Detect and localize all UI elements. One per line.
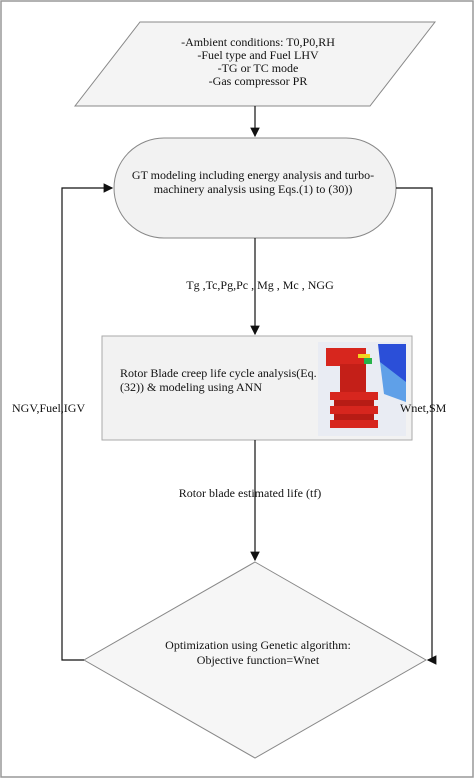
- optimization-line-2: Objective function=Wnet: [196, 653, 320, 667]
- flow-label-blade-life: Rotor blade estimated life (tf): [178, 486, 322, 500]
- input-conditions-text: -Ambient conditions: T0,P0,RH -Fuel type…: [138, 36, 378, 88]
- gt-modeling-text: GT modeling including energy analysis an…: [131, 168, 375, 196]
- feedback-left-label: NGV,Fuel,IGV: [12, 401, 86, 415]
- blade-analysis-text: Rotor Blade creep life cycle analysis(Eq…: [120, 366, 317, 394]
- feedback-right-line: [396, 187, 437, 665]
- optimization-text: Optimization using Genetic algorithm: Ob…: [118, 638, 398, 668]
- input-line: -TG or TC mode: [217, 61, 299, 75]
- optimization-diamond: [82, 561, 428, 759]
- input-line: -Gas compressor PR: [208, 74, 308, 88]
- turbine-blade-image: [318, 342, 406, 436]
- optimization-line-1: Optimization using Genetic algorithm:: [165, 638, 351, 652]
- feedback-left-line: [61, 183, 114, 661]
- input-parallelogram: [73, 21, 437, 107]
- feedback-right-label: Wnet,SM: [400, 401, 447, 415]
- flow-label-gas-parameters: Tg ,Tc,Pg,Pc , Mg , Mc , NGG: [186, 278, 334, 292]
- input-line: -Ambient conditions: T0,P0,RH: [181, 35, 335, 49]
- input-line: -Fuel type and Fuel LHV: [197, 48, 319, 62]
